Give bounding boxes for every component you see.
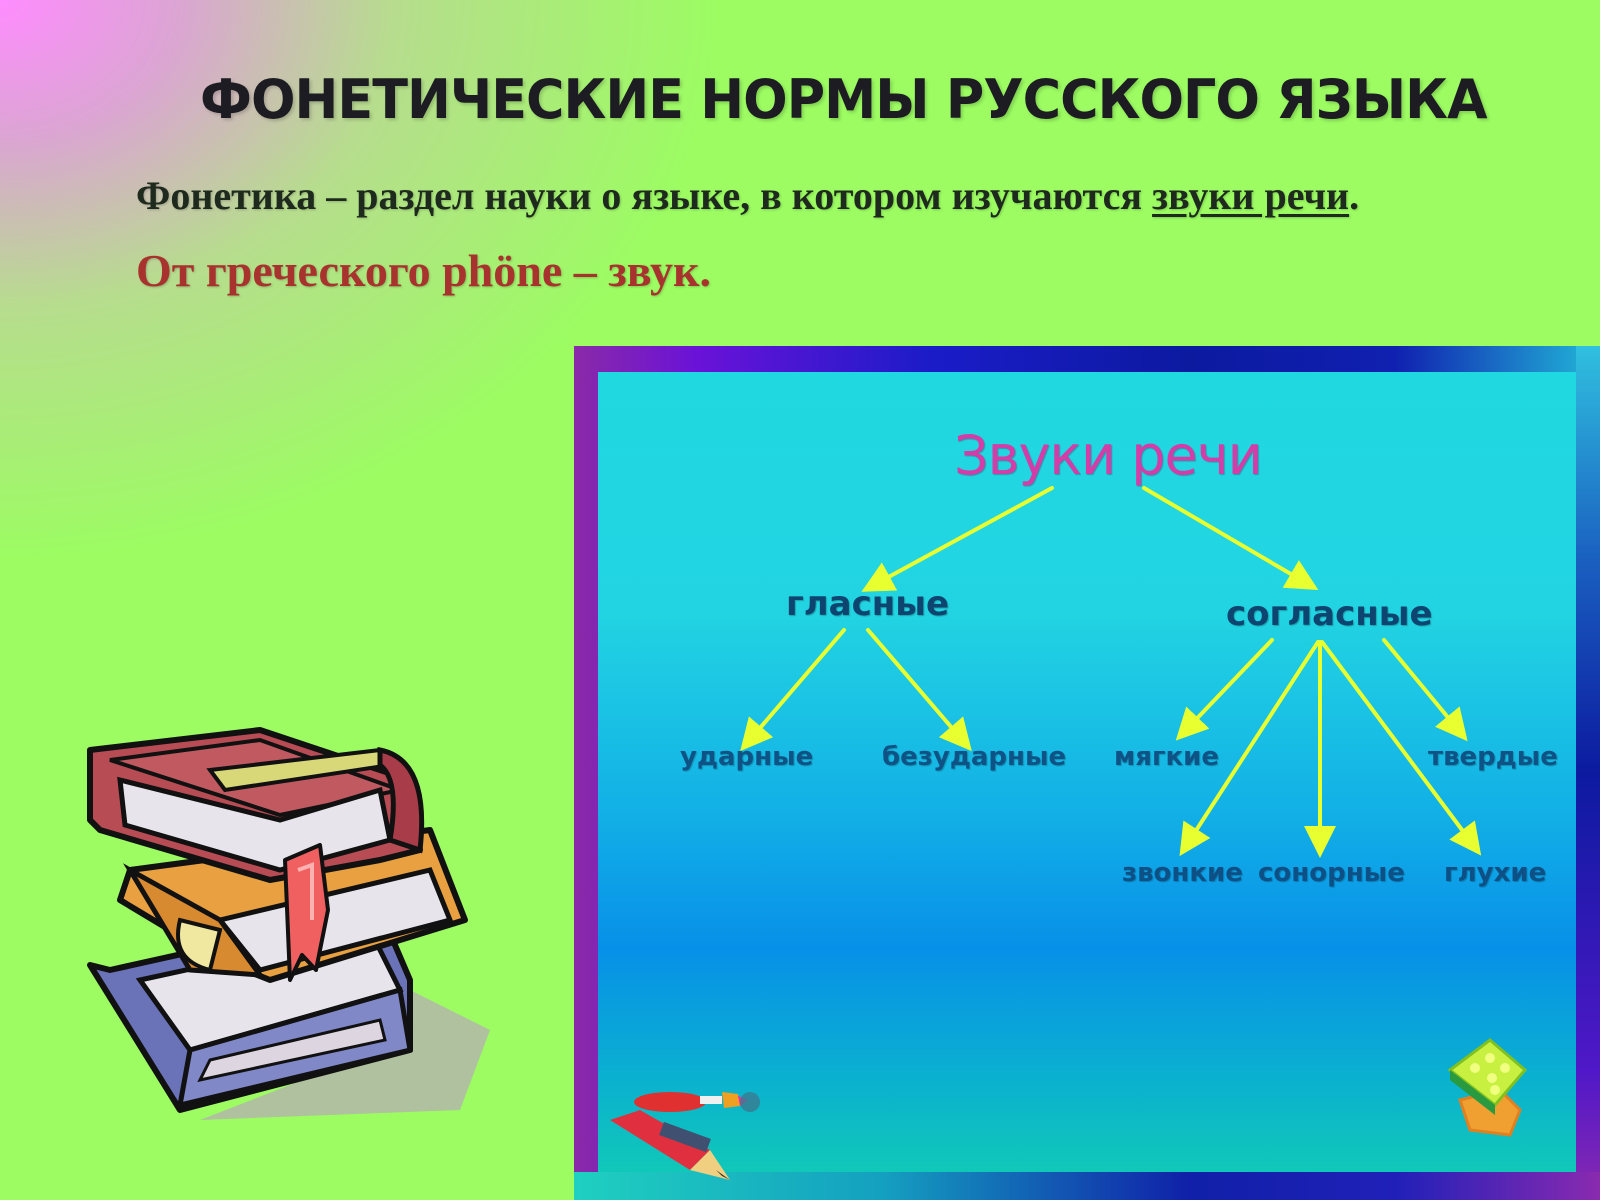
- diagram-frame-bottom-edge: [574, 1172, 1600, 1200]
- dice-icon: [1447, 1038, 1528, 1137]
- diagram-node-vowels: гласные: [786, 584, 950, 624]
- definition-underlined-term: звуки речи: [1152, 173, 1350, 218]
- definition-suffix: .: [1349, 173, 1360, 218]
- diagram-node-stressed: ударные: [680, 742, 814, 772]
- diagram-panel: [598, 372, 1576, 1172]
- origin-text: От греческого phöne – звук.: [136, 245, 712, 296]
- definition-prefix: Фонетика – раздел науки о языке, в котор…: [136, 173, 1153, 218]
- diagram-node-voiceless: глухие: [1444, 858, 1547, 888]
- definition-text: Фонетика – раздел науки о языке, в котор…: [136, 172, 1359, 219]
- diagram-node-consonants: согласные: [1226, 594, 1433, 634]
- diagram-root-node: Звуки речи: [954, 424, 1263, 487]
- books-icon: [87, 727, 490, 1120]
- diagram-node-voiced: звонкие: [1122, 858, 1243, 888]
- diagram-node-sonorant: сонорные: [1258, 858, 1405, 888]
- pencils-icon: [610, 1092, 760, 1180]
- diagram-frame-right-edge: [1576, 346, 1600, 1200]
- diagram-node-unstressed: безударные: [882, 742, 1067, 772]
- slide-title: ФОНЕТИЧЕСКИЕ НОРМЫ РУССКОГО ЯЗЫКА: [200, 68, 1488, 131]
- diagram-node-soft: мягкие: [1114, 742, 1220, 772]
- diagram-node-hard: твердые: [1428, 742, 1558, 772]
